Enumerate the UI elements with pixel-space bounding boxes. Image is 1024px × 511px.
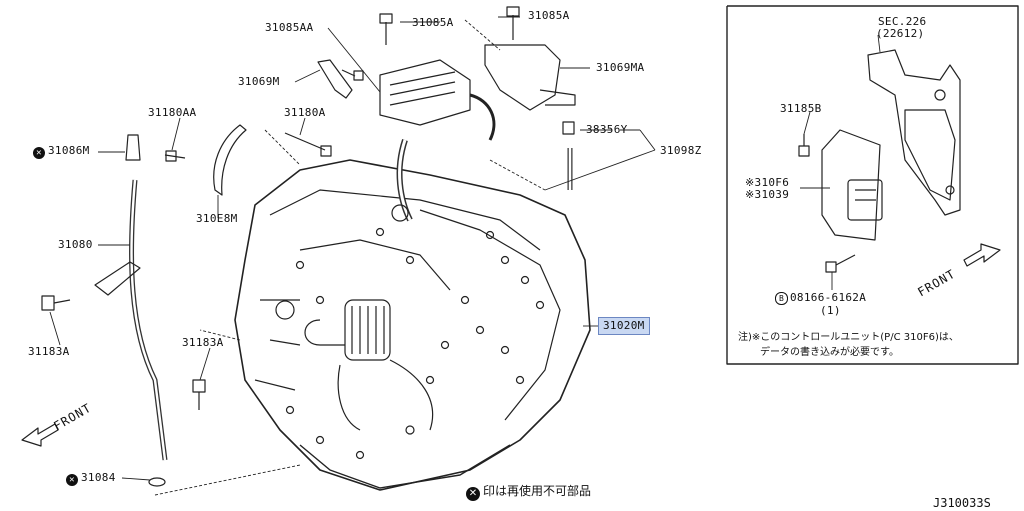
bracket-31069m — [317, 59, 353, 99]
no-reuse-icon: ✕ — [33, 147, 45, 159]
hose-top-inner — [398, 139, 412, 221]
transmission-case — [234, 159, 591, 491]
programming-note: 注)※このコントロールユニット(P/C 310F6)は、 データの書き込みが必要… — [738, 330, 1016, 360]
note-line-1: 注)※このコントロールユニット(P/C 310F6)は、 — [738, 332, 959, 343]
label-31069m: 31069M — [238, 75, 280, 88]
label-31020m-highlighted[interactable]: 31020M — [598, 317, 650, 335]
label-31180a: 31180A — [284, 106, 326, 119]
label-31180aa: 31180AA — [148, 106, 197, 119]
label-31086m: ✕31086M — [33, 145, 90, 159]
front-arrow-right — [963, 243, 1001, 267]
case-detail-1 — [269, 189, 541, 251]
case-detail-3 — [299, 239, 451, 291]
control-unit-inset — [798, 34, 961, 290]
bracket-31069ma — [484, 44, 561, 111]
oil-pan — [299, 444, 511, 489]
label-31085a-top: 31085A — [412, 16, 454, 29]
bolt-31185b — [798, 145, 810, 157]
label-38356y: 38356Y — [586, 123, 628, 136]
bolt-31183a — [192, 379, 206, 393]
valve-body-top — [379, 59, 496, 141]
label-08166-6162a-text: 08166-6162A — [790, 291, 867, 304]
label-31069ma: 31069MA — [596, 61, 645, 74]
label-31098z: 31098Z — [660, 144, 702, 157]
label-31080: 31080 — [58, 238, 93, 251]
leader-lines — [49, 16, 656, 496]
label-sec-226: SEC.226 — [878, 15, 927, 28]
seal-31084 — [148, 477, 166, 487]
label-31039: ※31039 — [745, 188, 790, 201]
label-310f6: ※310F6 — [745, 176, 790, 189]
case-detail-2 — [419, 209, 561, 421]
clip-310e8m — [213, 124, 247, 196]
legend-text: 印は再使用不可部品 — [483, 484, 592, 498]
label-31084: ✕31084 — [66, 472, 116, 486]
bolt-08166 — [825, 261, 837, 273]
bolt-type-b-icon: B — [775, 292, 788, 305]
front-arrow-left — [21, 423, 59, 447]
inset-frame — [726, 5, 1019, 365]
bracket-tab — [539, 89, 576, 106]
no-reuse-icon: ✕ — [66, 474, 78, 486]
bolt-31183a-left — [41, 295, 55, 311]
no-reuse-icon: ✕ — [466, 487, 480, 501]
label-31085a-right: 31085A — [528, 9, 570, 22]
label-sec-sub: (22612) — [876, 27, 925, 40]
top-bolts — [164, 6, 575, 190]
hose-fitting — [391, 204, 409, 222]
label-31086m-text: 31086M — [48, 144, 90, 157]
no-reuse-legend: ✕印は再使用不可部品 — [466, 482, 591, 501]
label-31084-text: 31084 — [81, 471, 116, 484]
dipstick-cap — [125, 134, 141, 161]
label-bolt-qty: (1) — [820, 304, 841, 317]
diagram-code: J310033S — [933, 496, 991, 510]
label-31185b: 31185B — [780, 102, 822, 115]
case-detail-4 — [254, 299, 301, 391]
label-310e8m: 310E8M — [196, 212, 238, 225]
label-31085aa: 31085AA — [265, 21, 314, 34]
note-line-2: データの書き込みが必要です。 — [760, 347, 899, 358]
seal-ring — [275, 300, 295, 320]
oil-cooler — [304, 299, 434, 431]
label-31183a-right: 31183A — [182, 336, 224, 349]
label-31183a-left: 31183A — [28, 345, 70, 358]
case-bolts — [285, 227, 545, 460]
dipstick-bracket — [94, 261, 141, 296]
